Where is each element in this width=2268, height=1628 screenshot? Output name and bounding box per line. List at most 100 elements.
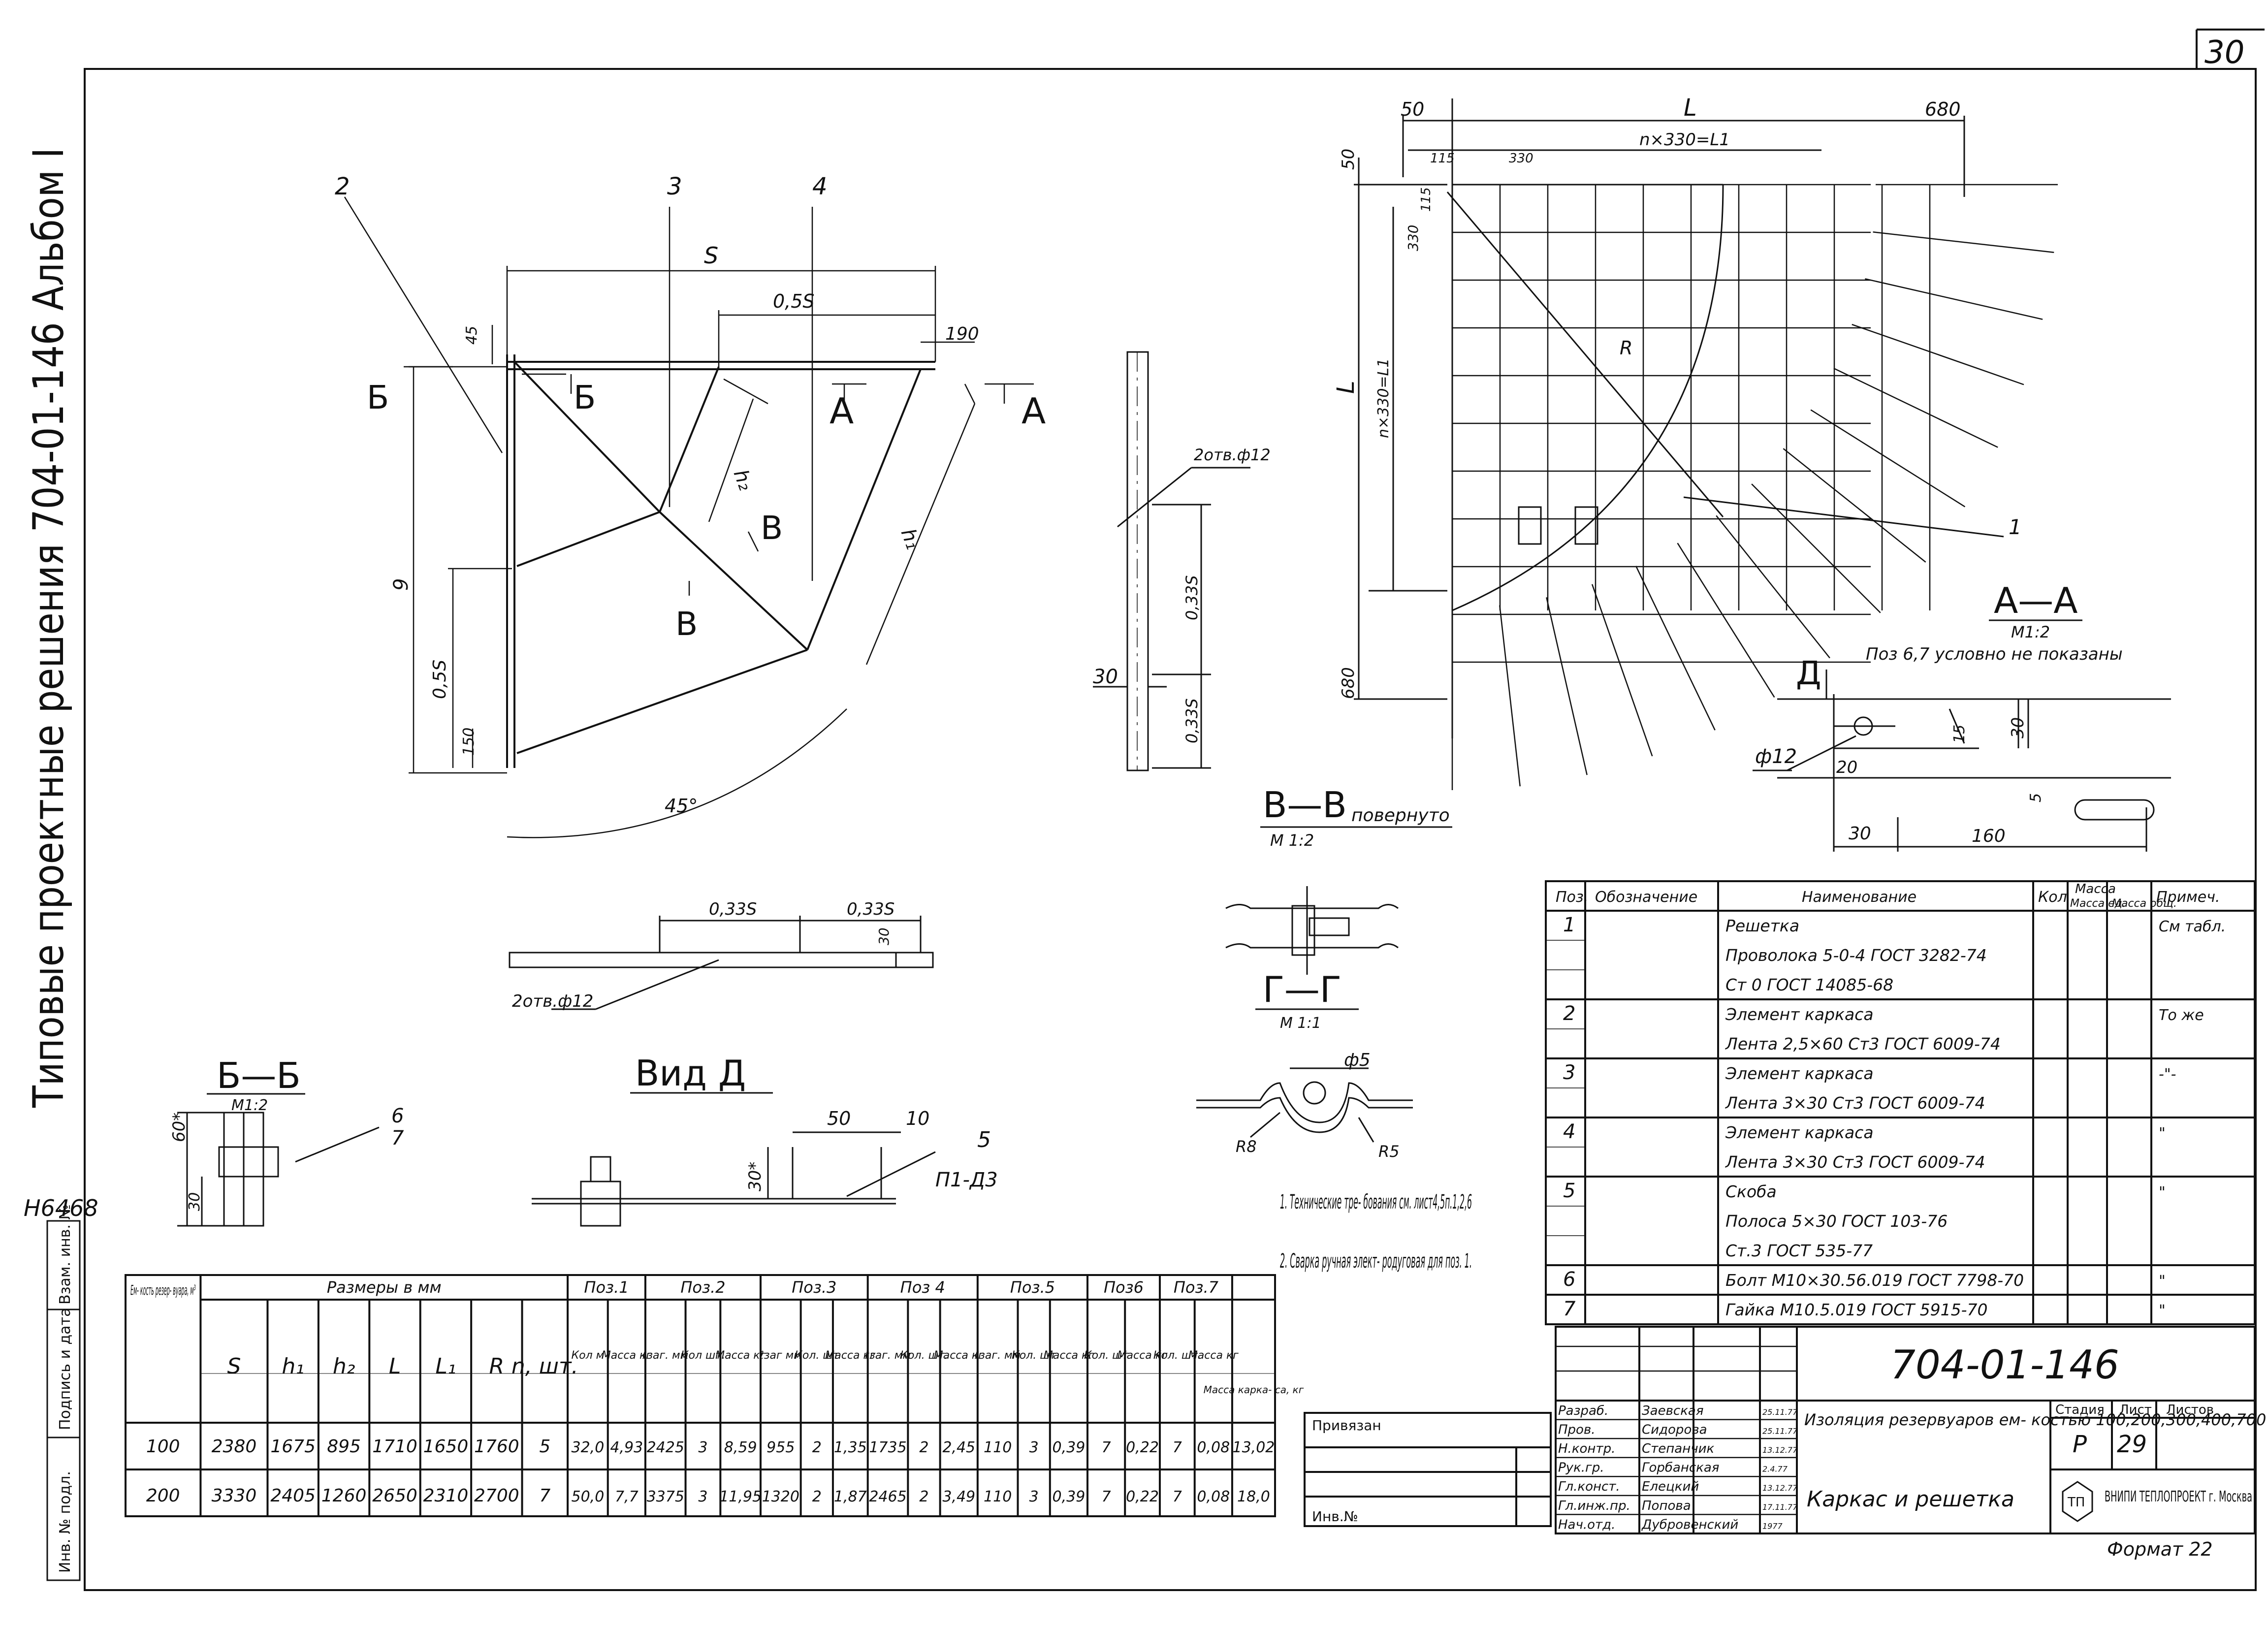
- dim-col-header: Масса карка- са, кг: [1204, 1384, 1304, 1396]
- dim-group-header-1: Поз.1: [584, 1278, 629, 1297]
- dim-col-header: ℓзаг мм: [759, 1349, 802, 1362]
- sheet-value: 29: [2117, 1431, 2147, 1458]
- section-v-drawing: 2отв.ф12 0,33S 0,33S 30 В—В повернуто М …: [1093, 351, 1452, 850]
- stage-value: Р: [2073, 1431, 2087, 1458]
- spec-row-pos: 7: [1563, 1298, 1576, 1320]
- dim-col-header: ℓзаг. мм: [864, 1349, 911, 1362]
- dim-cell: 7: [1173, 1488, 1182, 1505]
- dim-col-header-0: Ем- кость резер- вуара, м³: [130, 1282, 195, 1298]
- note-2: 2. Сварка ручная элект- родуговая для по…: [1280, 1250, 1472, 1273]
- spec-header-6: Примеч.: [2156, 889, 2220, 906]
- strip-dim-30: 30: [1093, 666, 1118, 688]
- dim-cell: 2405: [270, 1486, 316, 1506]
- frame-dim-45: 45: [463, 326, 480, 345]
- dim-cell: 2465: [869, 1488, 906, 1505]
- title-name: Дубровенский: [1641, 1517, 1738, 1532]
- sheets-label: Листов: [2166, 1403, 2214, 1417]
- section-b-title: Б—Б: [217, 1055, 301, 1096]
- grid-dim-l-top: L: [1684, 94, 1697, 122]
- bottom-dim-30: 30: [876, 927, 892, 945]
- dim-cell: 1260: [321, 1486, 367, 1506]
- frame-drawing: 2 3 4 S 0,5S 190 h₂ h₁ 9 0,5S 150 45° 45…: [335, 173, 1046, 838]
- title-role: Пров.: [1558, 1423, 1596, 1437]
- spec-row-note: ": [2159, 1184, 2166, 1201]
- grid-drawing: 50 L 680 n×330=L1 115 330 50 115 330 L n…: [1332, 94, 2123, 790]
- drawing-title: Изоляция резервуаров ем- костью 100,200,…: [1804, 1410, 2268, 1429]
- stage-label: Стадия: [2055, 1403, 2105, 1417]
- bottom-dim-033s-1: 0,33S: [709, 899, 757, 919]
- spec-row-pos: 1: [1563, 914, 1575, 936]
- dim-cell: 895: [327, 1436, 361, 1457]
- spec-row-name: Элемент каркаса: [1725, 1064, 1874, 1083]
- note-1: 1. Технические тре- бования см. лист4,5п…: [1280, 1191, 1472, 1213]
- frame-dim-h2: h₂: [729, 467, 757, 494]
- side-stamp: Взам. инв. № Подпись и дата Инв. № подл.: [46, 1204, 81, 1581]
- frame-dim-45deg: 45°: [665, 795, 698, 817]
- title-name: Елецкий: [1642, 1479, 1699, 1494]
- dim-group-header-4: Поз 4: [900, 1278, 945, 1297]
- sheet-frame: [84, 29, 2265, 1591]
- dim-col-header: Кол. шт.: [900, 1349, 948, 1362]
- spec-row-note: -"-: [2159, 1066, 2176, 1083]
- section-a-note: Поз 6,7 условно не показаны: [1866, 644, 2123, 664]
- bottom-strip: 0,33S 0,33S 30 2отв.ф12: [509, 899, 934, 1011]
- section-b-dim-60: 60*: [169, 1113, 189, 1142]
- dim-cell: 2: [919, 1439, 928, 1456]
- frame-dim-150: 150: [460, 728, 478, 756]
- dim-col-header: Кол. шт: [1012, 1349, 1056, 1362]
- spec-header-3: Кол: [2038, 889, 2067, 906]
- title-date: 13.12.77: [1762, 1445, 1798, 1455]
- dim-cell: 0,39: [1052, 1488, 1085, 1505]
- spec-row-name: Лента 2,5×60 Ст3 ГОСТ 6009-74: [1725, 1034, 2001, 1053]
- section-b-dim-30: 30: [186, 1192, 203, 1211]
- detail-d: Д ф12 20 15 30 5 30 160: [1753, 654, 2171, 852]
- spec-row-note: То же: [2159, 1007, 2204, 1024]
- dim-group-header-3: Поз.3: [792, 1278, 836, 1297]
- detail-d-160: 160: [1972, 826, 2006, 846]
- frame-leader-2: 2: [335, 173, 350, 200]
- spec-row-name: Гайка М10.5.019 ГОСТ 5915-70: [1725, 1300, 1988, 1319]
- dim-col-header: Кол. шт: [1084, 1349, 1129, 1362]
- dim-col-header: Масса кг: [825, 1349, 875, 1362]
- section-v-scale: М 1:2: [1270, 831, 1314, 850]
- dim-cell: 1675: [270, 1436, 316, 1457]
- dim-cell: 0,39: [1052, 1439, 1085, 1456]
- dim-col-header: L: [389, 1354, 401, 1379]
- sheet-number: 30: [2204, 34, 2244, 71]
- section-mark-b-left: Б: [367, 379, 389, 416]
- spec-row-name: Решетка: [1725, 916, 1799, 935]
- frame-dim-half-s: 0,5S: [773, 290, 815, 312]
- section-g-r8: R8: [1236, 1137, 1257, 1156]
- binding-block: Привязан Инв.№: [1304, 1412, 1552, 1527]
- frame-dim-05s-vert: 0,5S: [430, 660, 450, 699]
- section-g-scale: М 1:1: [1280, 1015, 1321, 1032]
- spec-row-name: Ст.3 ГОСТ 535-77: [1725, 1241, 1873, 1260]
- spec-row-name: Элемент каркаса: [1725, 1005, 1874, 1024]
- drawing-title-text: Изоляция резервуаров ем- костью 100,200,…: [1804, 1410, 2268, 1429]
- dim-cell: 7,7: [615, 1488, 639, 1505]
- spec-row-pos: 6: [1563, 1268, 1575, 1291]
- section-a-title: А—А: [1994, 580, 2078, 621]
- dim-cell: 2425: [647, 1439, 684, 1456]
- dim-col-header: Кол. шт: [795, 1349, 839, 1362]
- dim-cell: 4,93: [610, 1439, 643, 1456]
- spec-row-name: Болт М10×30.56.019 ГОСТ 7798-70: [1725, 1271, 2024, 1290]
- grid-dim-50-top: 50: [1401, 98, 1424, 120]
- detail-d-15: 15: [1951, 725, 1968, 743]
- section-b-drawing: Б—Б М1:2 60* 30 6 7: [169, 1055, 404, 1227]
- dim-cell: 0,08: [1197, 1439, 1230, 1456]
- dim-cell: 3330: [212, 1486, 257, 1506]
- dim-cell: 3: [698, 1439, 707, 1456]
- dim-col-header: ℓзаг. мм: [974, 1349, 1021, 1362]
- stamp-inv-label: Взам. инв. №: [57, 1204, 74, 1305]
- title-block: 704-01-146 Изоляция резервуаров ем- кост…: [1555, 1326, 2268, 1560]
- grid-dim-115-top: 115: [1430, 151, 1455, 166]
- dim-cell: 7: [1102, 1488, 1111, 1505]
- title-date: 13.12.77: [1762, 1483, 1798, 1493]
- grid-dim-n330-top: n×330=L1: [1639, 130, 1730, 150]
- spec-header-mass-group: Масса: [2075, 882, 2116, 896]
- frame-dim-9: 9: [390, 578, 413, 591]
- inventory-label: Инв.№: [1312, 1508, 1358, 1525]
- section-b-leader-6: 6: [391, 1105, 404, 1127]
